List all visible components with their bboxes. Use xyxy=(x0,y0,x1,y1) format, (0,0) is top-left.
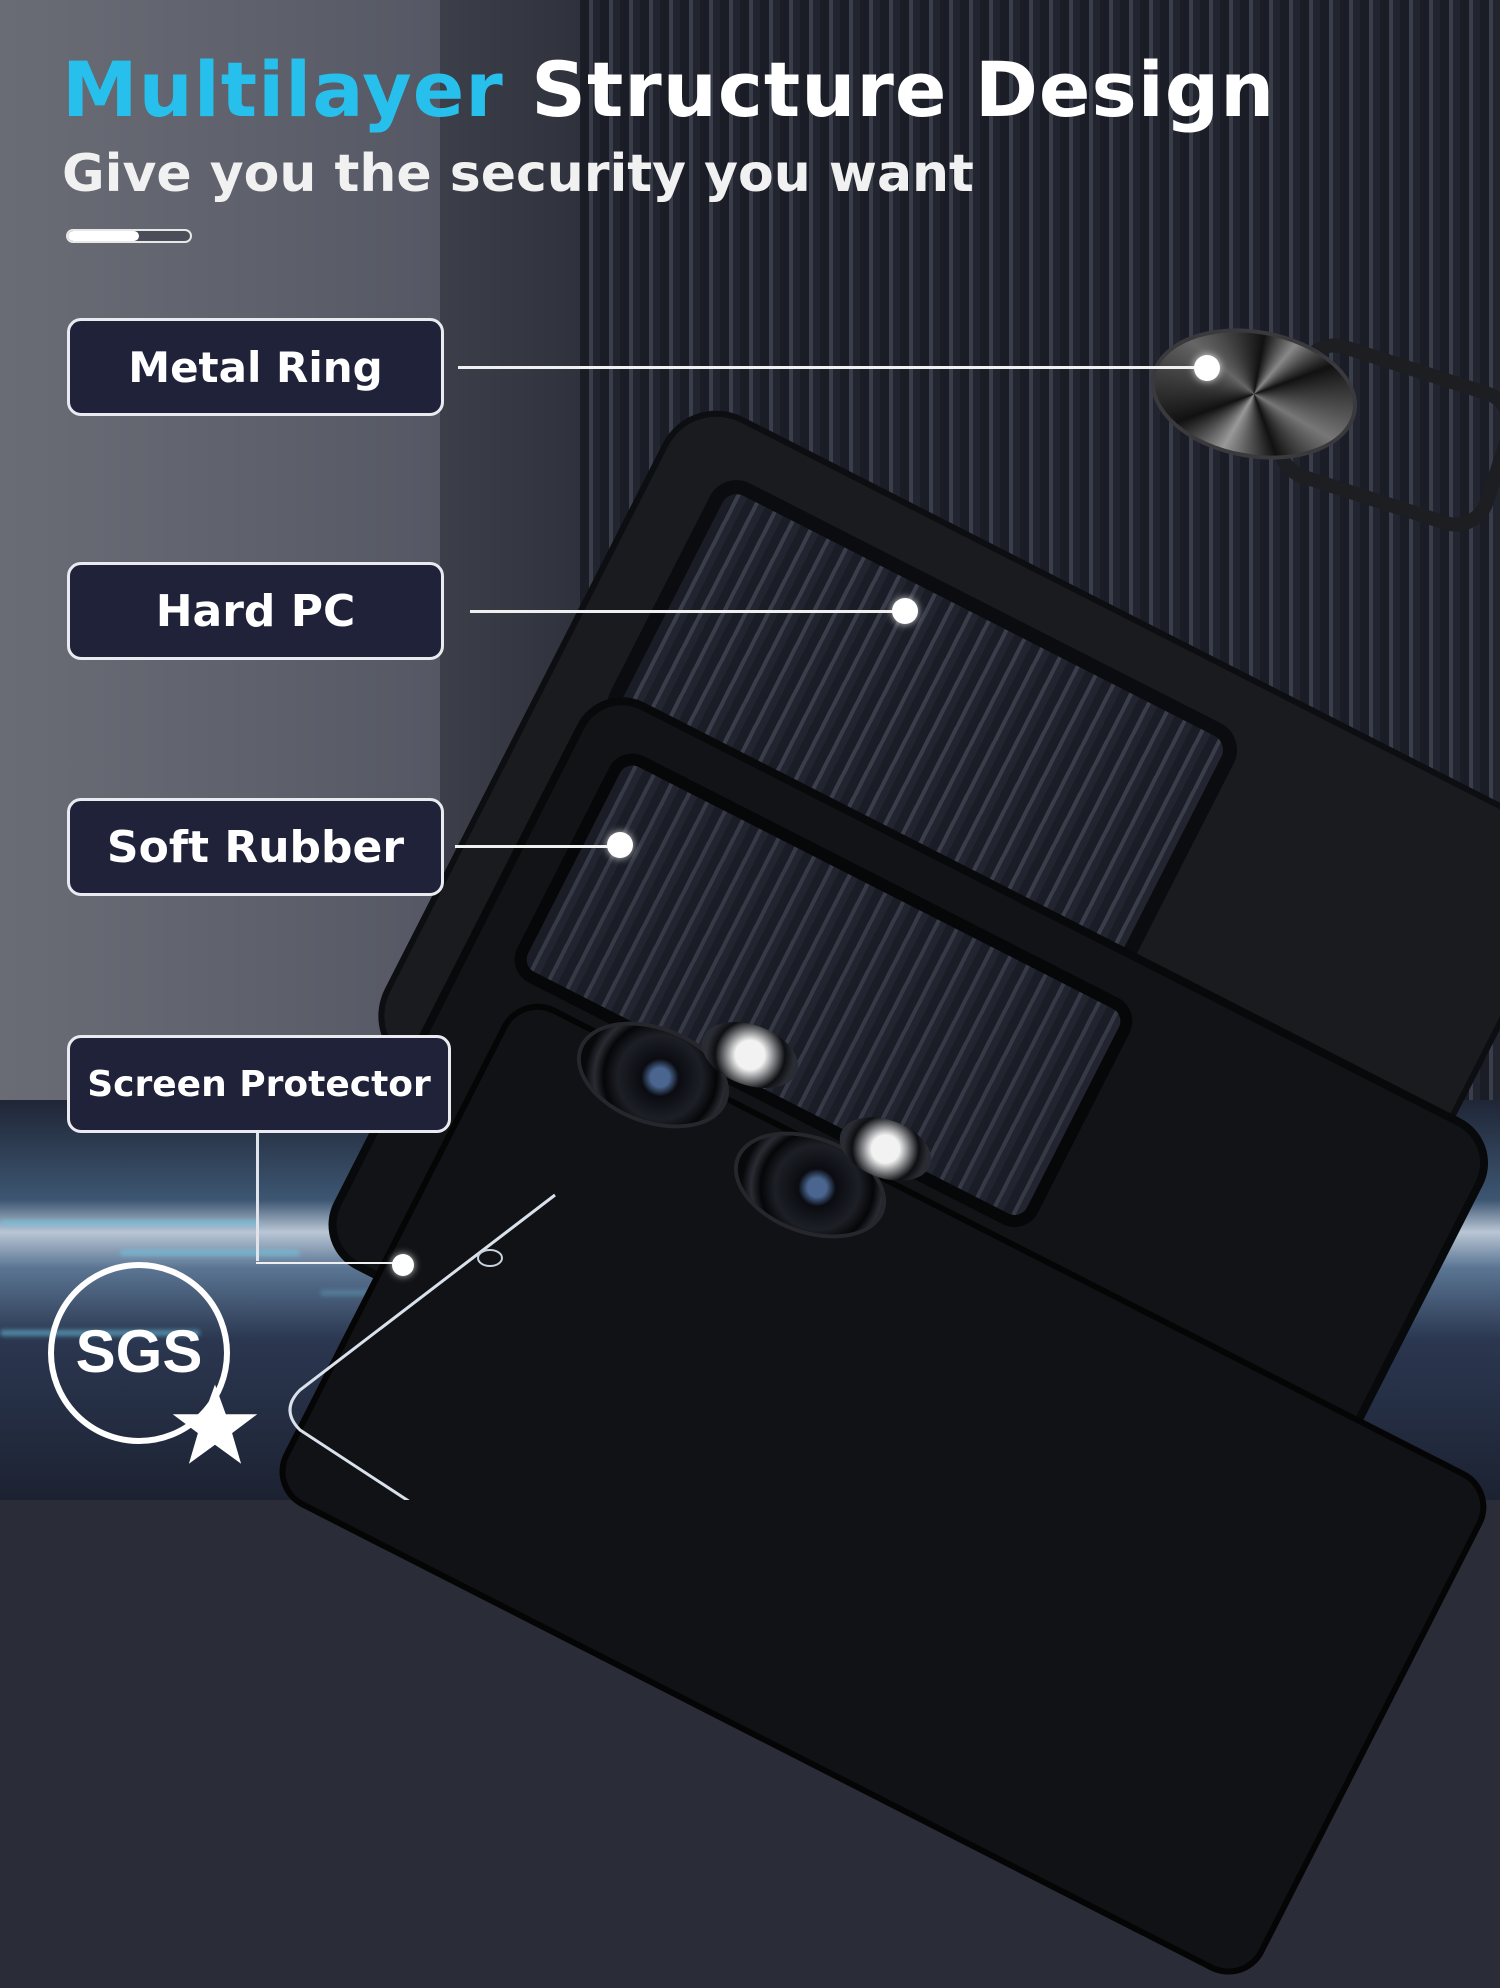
callout-line-screen-protector-vertical xyxy=(256,1133,259,1261)
page-subtitle: Give you the security you want xyxy=(62,144,974,204)
label-metal-ring: Metal Ring xyxy=(67,318,444,416)
progress-fill xyxy=(68,231,139,241)
background-wall-left xyxy=(0,0,440,1100)
label-screen-protector-text: Screen Protector xyxy=(87,1063,431,1105)
callout-line-metal-ring xyxy=(458,366,1198,369)
label-hard-pc: Hard PC xyxy=(67,562,444,660)
callout-dot-screen-protector xyxy=(392,1254,414,1276)
label-hard-pc-text: Hard PC xyxy=(155,585,356,637)
label-screen-protector: Screen Protector xyxy=(67,1035,451,1133)
callout-dot-hard-pc xyxy=(892,598,918,624)
star-icon xyxy=(172,1384,258,1464)
label-metal-ring-text: Metal Ring xyxy=(128,342,383,392)
label-soft-rubber-text: Soft Rubber xyxy=(106,821,405,873)
callout-dot-soft-rubber xyxy=(607,832,633,858)
label-soft-rubber: Soft Rubber xyxy=(67,798,444,896)
callout-line-screen-protector-horizontal xyxy=(256,1262,406,1264)
callout-line-soft-rubber xyxy=(455,845,615,848)
title-rest: Structure Design xyxy=(531,45,1276,134)
callout-line-hard-pc xyxy=(470,610,895,613)
sgs-certification-badge: SGS xyxy=(48,1262,230,1444)
sgs-badge-text: SGS xyxy=(75,1317,203,1385)
page-title: Multilayer Structure Design xyxy=(62,52,1275,128)
callout-dot-metal-ring xyxy=(1194,355,1220,381)
title-accent: Multilayer xyxy=(62,45,504,134)
slide-progress-indicator xyxy=(66,229,192,243)
